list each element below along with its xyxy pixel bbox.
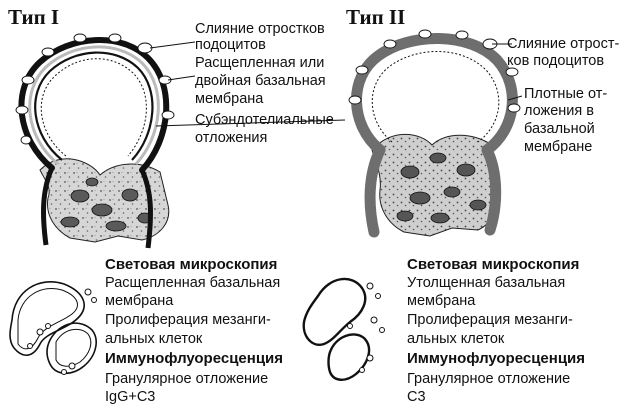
type2-callout-podocyte-fusion-2: ков подоцитов — [507, 53, 605, 69]
type1-schematic-loop-outer — [9, 280, 85, 356]
type2-title: Тип II — [346, 5, 406, 29]
type1-podocyte-feet — [15, 33, 175, 145]
type1-basement-membrane-gap — [28, 45, 160, 166]
type1-light-line-4: альных клеток — [105, 331, 203, 347]
type1-if-line-2: IgG+C3 — [105, 389, 156, 405]
type1-light-line-1: Расщепленная базальная — [105, 275, 281, 291]
type2-light-line-2: мембрана — [407, 293, 476, 309]
type1-light-line-2: мембрана — [105, 293, 174, 309]
type1-schematic-loop-right — [46, 322, 97, 375]
type1-callout-split-membrane-1: Расщепленная или — [195, 55, 325, 71]
type2-capillary-drawing — [348, 29, 521, 238]
type1-schematic-loop-right-inner — [55, 328, 92, 367]
type2-callout-podocyte-fusion-1: Слияние отрост- — [507, 36, 620, 52]
type1-membrane-left-leg — [41, 166, 55, 246]
type1-schematic — [9, 280, 97, 375]
type2-schematic — [302, 277, 385, 381]
type2-light-line-4: альных клеток — [407, 331, 505, 347]
type2-callout-dense-deposits-4: мембране — [524, 139, 593, 155]
type1-schematic-cells — [27, 288, 97, 375]
type1-leader-lines — [149, 41, 346, 127]
type2-callout-dense-deposits-3: базальной — [524, 121, 595, 137]
type2-light-line-1: Утолщенная базальная — [407, 275, 566, 291]
type2-light-line-3: Пролиферация мезанги- — [407, 312, 573, 328]
type2-immunofluorescence-heading: Иммунофлуоресценция — [407, 350, 586, 367]
type1-schematic-loop-inner — [17, 288, 78, 350]
type1-callout-split-membrane-2: двойная базальная — [195, 73, 326, 89]
type1-mesangial-cells — [60, 177, 153, 232]
type2-if-line-1: Гранулярное отложение — [407, 371, 571, 387]
type1-title: Тип I — [8, 5, 60, 29]
type1-immunofluorescence-heading: Иммунофлуоресценция — [105, 350, 284, 367]
type1-callout-podocyte-fusion-2: подоцитов — [195, 37, 266, 53]
type2-endothelium — [371, 50, 500, 143]
type1-light-line-3: Пролиферация мезанги- — [105, 312, 271, 328]
type1-light-microscopy-heading: Световая микроскопия — [105, 256, 278, 273]
type2-schematic-loop-left — [302, 277, 367, 346]
type1-callout-subendothelial-1: Субэндотелиальные — [195, 112, 334, 128]
type2-callout-dense-deposits-2: ложения в — [524, 103, 594, 119]
type2-if-line-2: C3 — [407, 389, 426, 405]
type2-light-microscopy-heading: Световая микроскопия — [407, 256, 580, 273]
type2-podocyte-feet — [348, 29, 521, 113]
type1-callout-podocyte-fusion-1: Слияние отростков — [195, 21, 325, 37]
type2-membrane-left-leg — [364, 144, 386, 238]
type2-callout-dense-deposits-1: Плотные от- — [524, 86, 608, 102]
type2-membrane-right-leg — [481, 144, 502, 236]
type1-capillary-drawing — [15, 33, 175, 249]
type2-schematic-cells — [347, 282, 385, 373]
type1-callout-subendothelial-2: отложения — [195, 130, 268, 146]
type2-mesangial-cells — [396, 152, 487, 224]
type1-endothelium — [40, 58, 147, 157]
type1-callout-split-membrane-3: мембрана — [195, 91, 264, 107]
type2-schematic-loop-right — [327, 333, 371, 381]
type1-membrane-right-leg — [139, 168, 153, 249]
type2-leader-lines — [492, 43, 523, 101]
type2-thickened-membrane — [351, 33, 518, 156]
type1-basement-membrane-inner — [34, 51, 154, 161]
type1-if-line-1: Гранулярное отложение — [105, 371, 269, 387]
